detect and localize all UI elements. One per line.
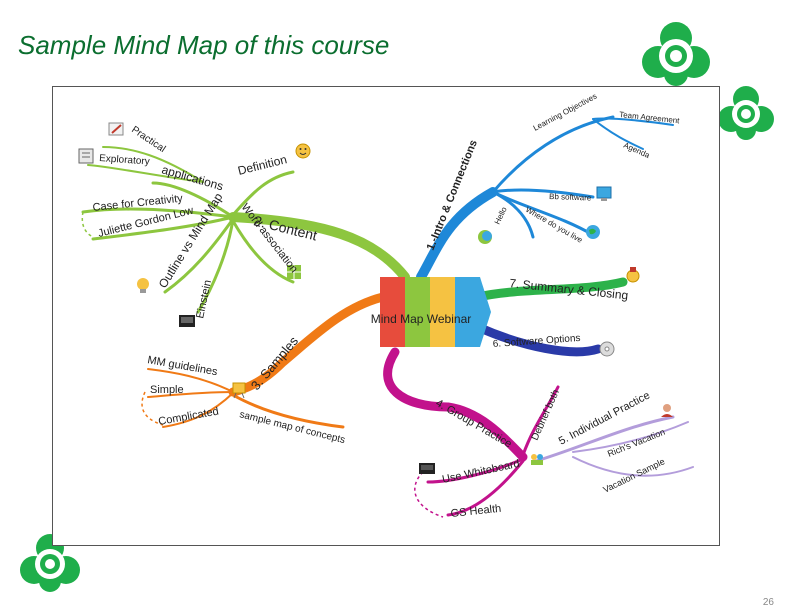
slide-title: Sample Mind Map of this course xyxy=(18,30,390,60)
connector-whiteboard xyxy=(414,471,444,518)
label-exploratory: Exploratory xyxy=(99,153,150,168)
trefoil-logo-bottom xyxy=(20,534,80,592)
label-debrief: Debrief both xyxy=(530,388,562,442)
people-icon xyxy=(531,454,543,465)
label-complicated: Complicated xyxy=(157,406,219,428)
label-software-bb: Bb software xyxy=(549,192,592,202)
grid-icon xyxy=(287,265,301,279)
connector-creativity xyxy=(81,211,94,238)
label-applications: applications xyxy=(160,162,225,193)
label-einstein: Einstein xyxy=(194,279,214,320)
chat-icon xyxy=(478,230,492,244)
label-gs-health: GS Health xyxy=(450,503,502,520)
page-number: 26 xyxy=(762,597,774,608)
label-word-association: Word association xyxy=(239,201,300,275)
label-sample-map: sample map of concepts xyxy=(238,409,346,446)
medal-icon xyxy=(626,267,640,283)
trefoil-logo-right xyxy=(718,86,774,140)
label-group-practice: 4. Group Practice xyxy=(434,397,514,450)
computer-icon xyxy=(596,186,612,201)
branch-individual xyxy=(531,415,694,477)
branch-content xyxy=(81,146,410,314)
branch-software xyxy=(473,322,603,357)
label-hello: Hello xyxy=(493,205,509,226)
mind-map-frame: Mind Map Webinar 2. Content applications… xyxy=(52,86,720,546)
branch-intro xyxy=(416,115,674,282)
easel-icon xyxy=(232,382,246,399)
label-learning-objectives: Learning Objectives xyxy=(532,92,599,133)
branch-summary xyxy=(473,277,628,302)
label-use-whiteboard: Use Whiteboard xyxy=(441,458,521,486)
notebook-icon xyxy=(78,148,94,164)
branch-group xyxy=(383,347,560,517)
mind-map-diagram: Mind Map Webinar 2. Content applications… xyxy=(78,92,694,520)
monitor-icon xyxy=(419,463,435,474)
branch-samples xyxy=(147,292,388,429)
globe-icon xyxy=(586,225,600,239)
label-intro: 1.-Intro & Connections xyxy=(425,138,480,252)
lightbulb-icon xyxy=(137,278,149,293)
label-richs-vacation: Rich's Vacation xyxy=(606,427,666,459)
screen-icon xyxy=(179,315,195,327)
label-team-agreement: Team Agreement xyxy=(619,110,681,125)
cd-icon xyxy=(599,341,615,357)
person-icon xyxy=(661,404,673,417)
pencil-icon xyxy=(108,122,124,136)
center-node: Mind Map Webinar xyxy=(371,277,491,347)
center-label: Mind Map Webinar xyxy=(371,312,472,326)
smiley-icon xyxy=(295,143,311,159)
trefoil-logo-top xyxy=(642,22,710,86)
label-simple: Simple xyxy=(150,384,184,396)
label-samples: 3. Samples xyxy=(248,333,302,393)
connector-samples xyxy=(141,391,164,426)
label-agenda: Agenda xyxy=(622,141,651,161)
label-definition: Definition xyxy=(236,152,288,178)
